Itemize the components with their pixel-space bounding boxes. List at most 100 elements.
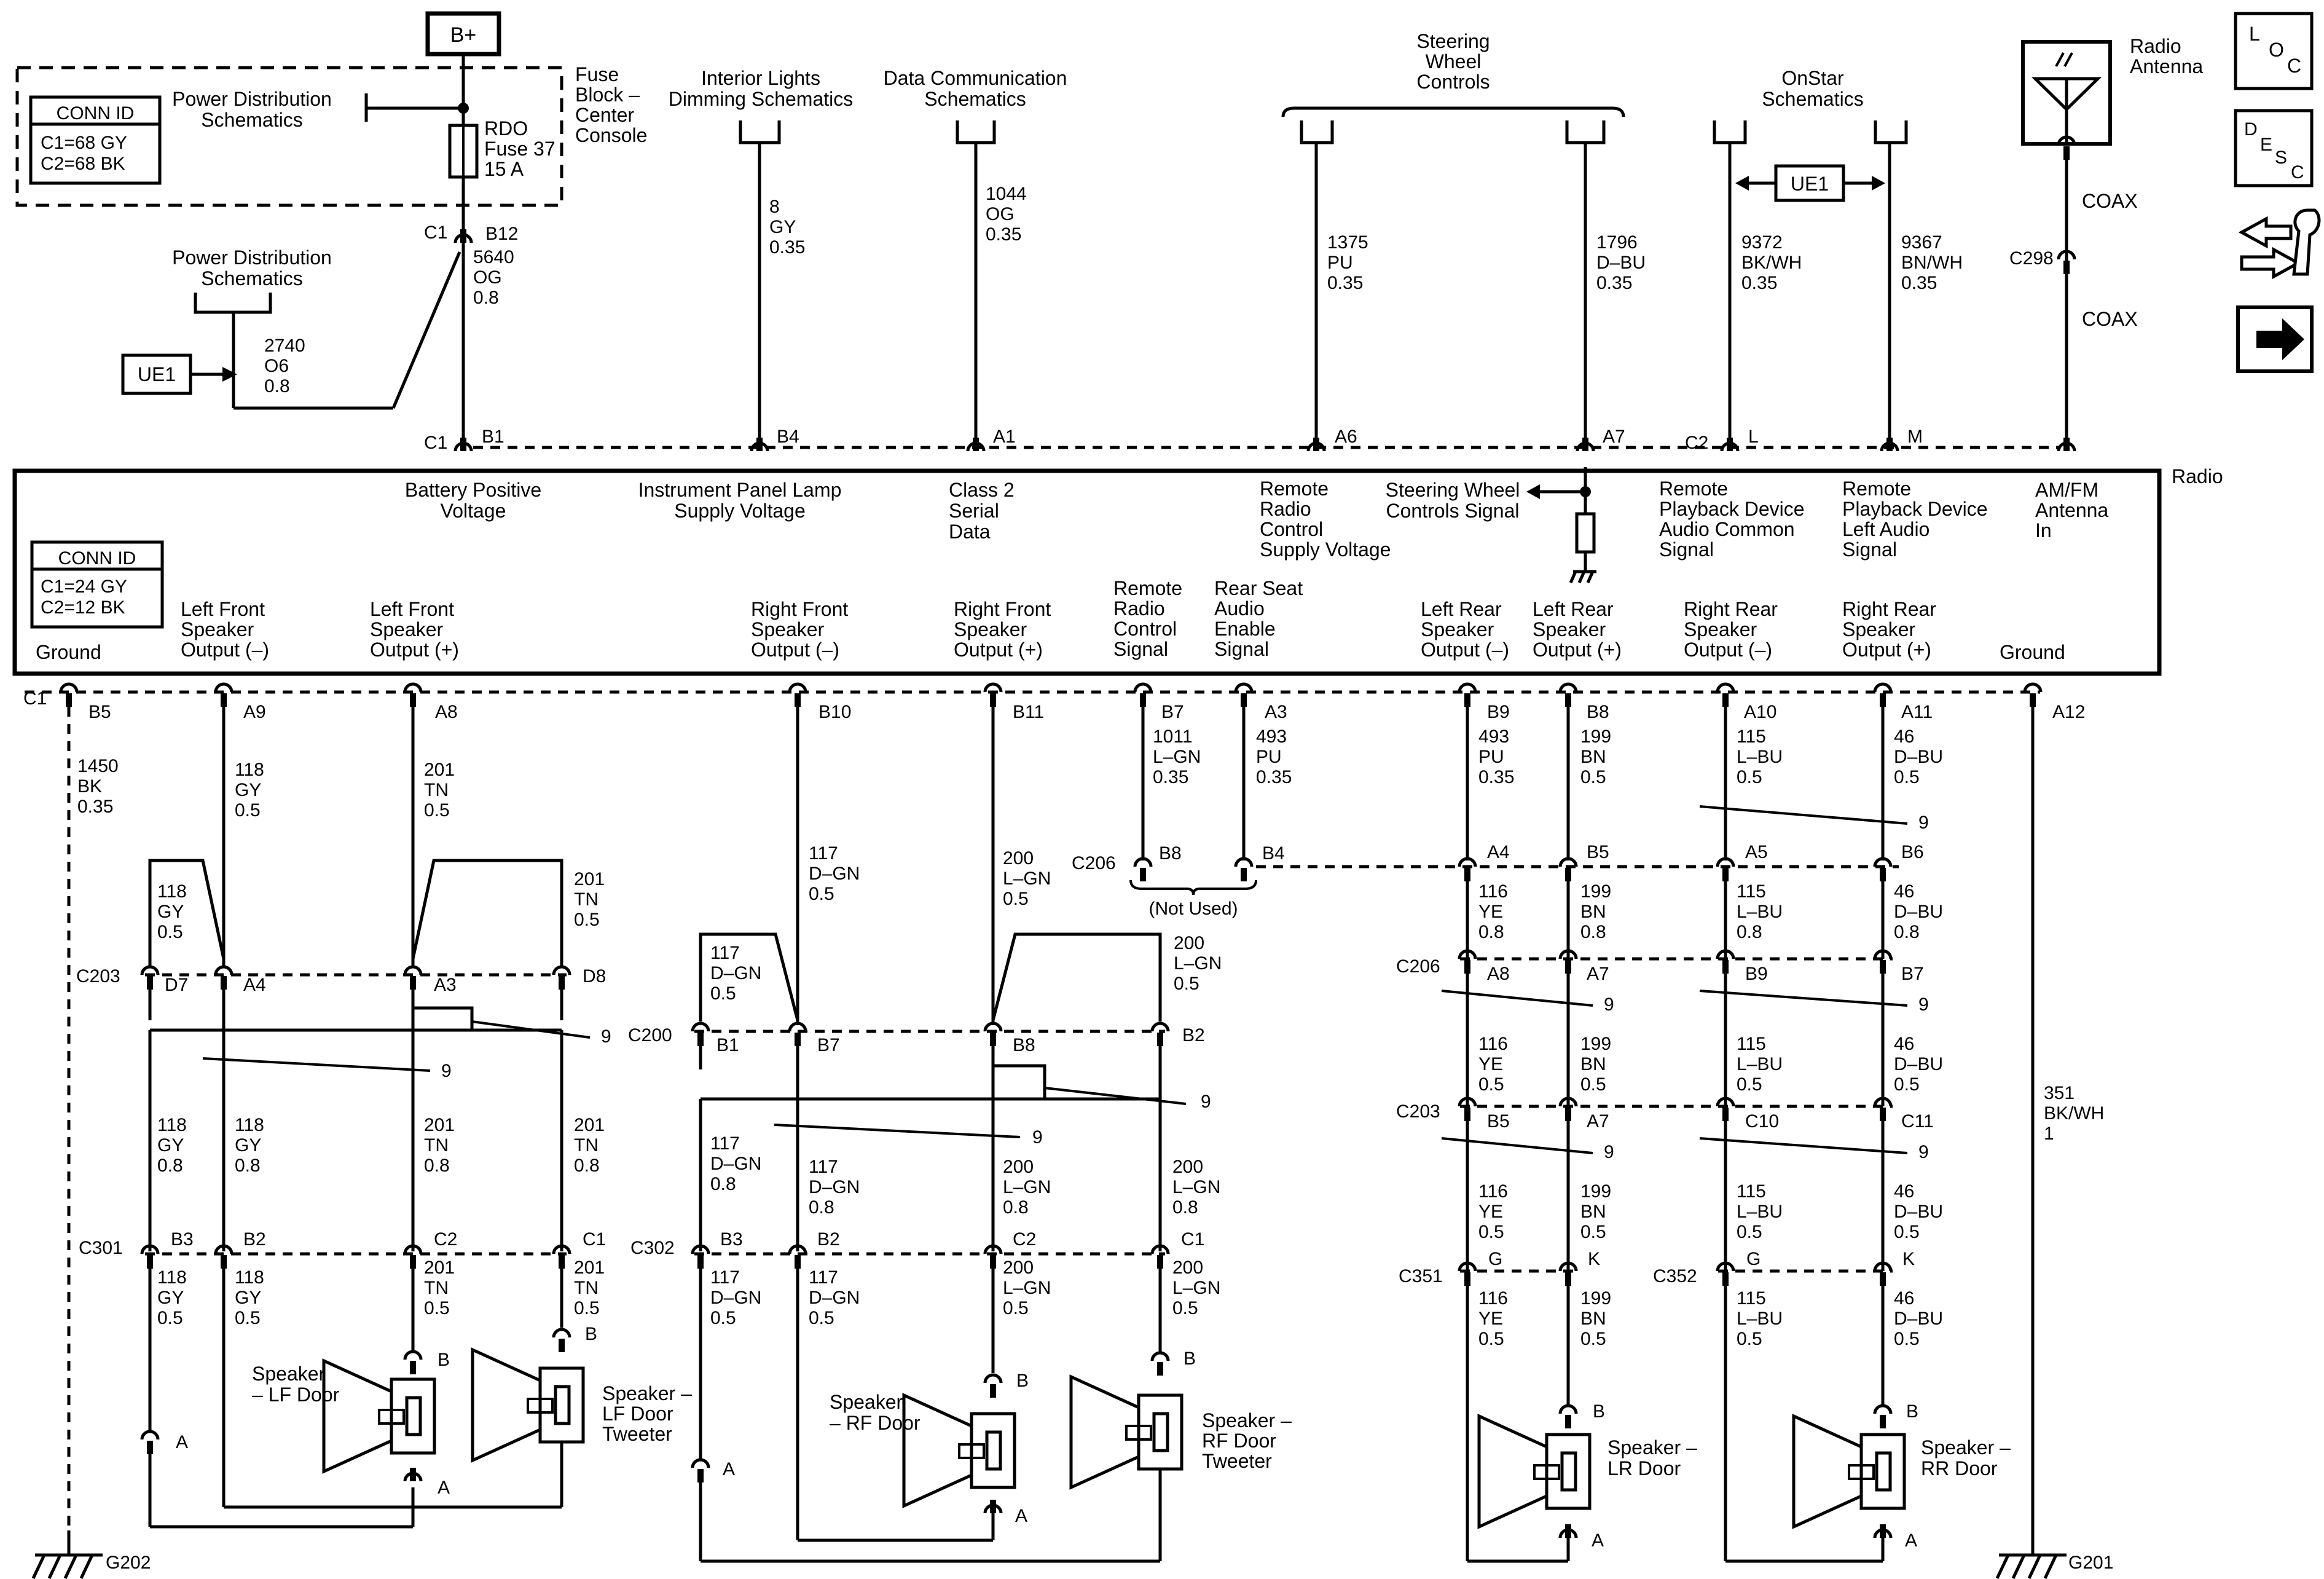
splice-dot [1580,486,1591,497]
rear-a5: A5 [1745,842,1768,862]
wire-199b-label-line: BN [1580,902,1606,922]
c200-terminal-1 [788,1022,807,1046]
loc-button[interactable]: L O C [2234,12,2314,90]
rear-b9: B9 [1745,964,1768,984]
radio-bottom-terminal-a12 [2023,682,2043,707]
speaker-cone-icon [1792,1414,1863,1529]
wire-351-label-line: 1 [2044,1124,2054,1144]
wire-46c-label-line: 0.5 [1894,1074,1920,1095]
c351-352-terminal-1 [1558,1261,1578,1286]
wire-2740-label-line: 0.8 [264,376,290,396]
radio-rear-seat-label-line: Enable [1214,618,1276,640]
terminal-pin [1241,868,1247,881]
c302-terminal-1 [788,1244,807,1269]
wire-201c-label-line: 201 [424,1115,455,1135]
speaker-cone-icon [471,1347,542,1463]
terminal-cup [1558,682,1578,693]
wire-46b-label-line: 0.8 [1894,922,1920,942]
wire-115e-label-line: 115 [1737,1288,1766,1309]
speaker-voice [527,1398,554,1414]
desc-button[interactable]: D E S C [2234,109,2314,187]
wire-9367-label-line: 0.35 [1901,273,1937,293]
wire-116d-label-line: YE [1478,1309,1503,1329]
next-page-button[interactable] [2236,305,2314,373]
bracket [1713,120,1747,144]
c206-b8-label: B8 [1159,843,1182,864]
terminal-cup [1458,857,1477,867]
wire-118d-label-line: 118 [235,1115,264,1135]
repair-info-button[interactable] [2238,208,2321,280]
wire-201b-label-line: TN [574,889,599,910]
radio-bottom-terminal-a10 [1716,682,1735,707]
wire-201b-label-line: 0.5 [574,910,600,930]
rf-door-pin-a [691,1458,710,1483]
c302-label: C302 [630,1238,675,1258]
lr-pin-b-label: B [1593,1401,1605,1422]
wire-1044-label-line: OG [986,204,1015,224]
speaker-lf-door-label-line: Speaker [252,1363,326,1385]
antenna-wave [2063,52,2073,67]
wire-200e-label-line: 0.5 [1003,1298,1029,1318]
terminal-pin [1727,438,1733,451]
terminal-cup [2057,135,2076,146]
terminal-pin [795,1033,801,1046]
c298-terminal [2057,250,2076,274]
speaker-rf-door [902,1393,1016,1508]
wrench-icon [2292,208,2321,276]
pin-label-b8: B8 [1587,702,1609,722]
wire-201e-label-line: 0.5 [424,1298,450,1318]
wire-2740-label-line: O6 [264,356,289,376]
radio-ground-left-label-line: Ground [36,641,101,663]
wire-199d-label-line: BN [1580,1202,1606,1222]
c206-b8-terminal [1133,857,1153,881]
c351-352-terminal-0 [1458,1261,1477,1286]
radio-lr-neg-label-line: Output (–) [1421,639,1509,661]
wire-1011-label-line: L–GN [1153,747,1201,767]
wire-9372-label-line: 0.35 [1741,273,1777,293]
radio-label: Radio [2172,465,2223,487]
wire-493b-label-line: 493 [1478,726,1509,747]
wire-118b-label-line: GY [157,902,184,922]
c302-b3: B3 [720,1229,743,1250]
radio-rpd-common-label-line: Playback Device [1659,498,1805,520]
wire-199c-label-line: 0.5 [1580,1074,1606,1095]
c203-rear-terminal-1 [1558,1097,1578,1121]
wire-117d-label-line: 0.8 [809,1197,834,1218]
terminal-cup [1873,949,1893,959]
c206-b4-terminal [1234,857,1254,881]
pin-label-c1-b1: B1 [482,427,504,447]
terminal-cup [403,965,423,975]
g201-label: G201 [2068,1553,2113,1573]
wire-201e-label-line: TN [424,1278,449,1298]
wire-118e-label-line: 0.5 [157,1308,183,1328]
wire-200e-label-line: L–GN [1003,1278,1051,1298]
wire-200d-label-line: L–GN [1172,1177,1220,1197]
wire-117c-label-line: 117 [710,1133,740,1154]
wire [413,1006,474,1032]
wire-200b-label-line: L–GN [1174,953,1222,974]
terminal-cup [1873,1261,1893,1272]
c206-rear-terminal-3 [1873,857,1893,881]
wire-201a-label-line: 0.5 [424,800,450,821]
wire-46c-label-line: D–BU [1894,1054,1943,1074]
rear-b5b: B5 [1487,1111,1510,1132]
wire-201b-label-line: 201 [574,869,605,889]
radio-steering-signal-label-line: Steering Wheel [1386,479,1520,501]
radio-bottom-terminal-b7 [1133,682,1153,707]
